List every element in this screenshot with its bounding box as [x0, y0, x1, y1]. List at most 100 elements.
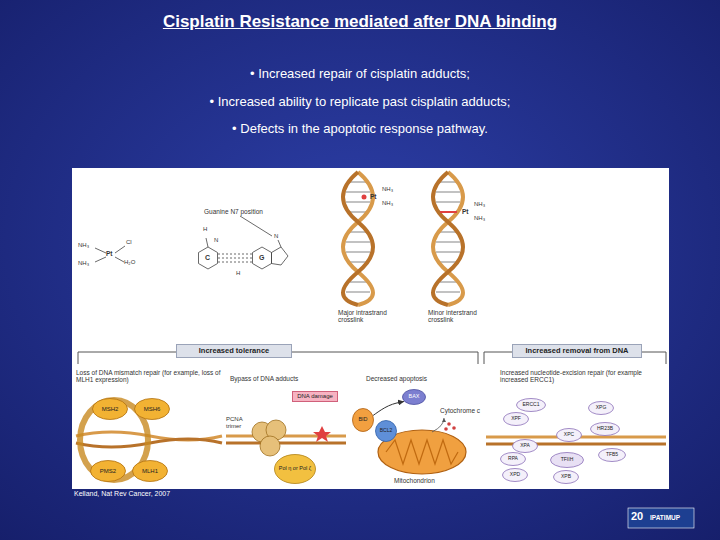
- category-band: Increased removal from DNA: [512, 344, 642, 358]
- protein-blob: BAX: [402, 389, 426, 405]
- base-rungs: [346, 182, 370, 292]
- node-shape: [275, 455, 316, 484]
- dna-strand: [433, 172, 463, 305]
- cytochrome-dot: [444, 427, 448, 431]
- rung: [440, 261, 457, 262]
- cytochrome-dot: [447, 422, 451, 426]
- activation-arrow: [373, 401, 404, 415]
- rung: [440, 211, 457, 212]
- figure-label: IPATIMUP: [650, 514, 692, 521]
- node-shape: [91, 461, 126, 482]
- protein-blob: TFIIH: [550, 452, 584, 468]
- rung: [436, 191, 460, 192]
- dna-strand: [343, 172, 373, 305]
- protein-blob: MLH1: [132, 460, 168, 482]
- rung: [346, 291, 370, 292]
- figure-label: NH₃: [474, 215, 492, 222]
- protein-blob: RPA: [500, 452, 526, 466]
- figure-label: G: [259, 254, 269, 262]
- rung: [346, 191, 370, 192]
- rung: [350, 211, 367, 212]
- figure-label: Pt: [462, 208, 474, 215]
- dna-strand: [226, 435, 346, 438]
- rung: [350, 261, 367, 262]
- figure-label: Mitochondrion: [394, 477, 454, 484]
- node-shape: [93, 399, 128, 420]
- figure-label: C: [205, 254, 215, 262]
- figure-label: 20: [631, 510, 649, 522]
- rung: [436, 291, 460, 292]
- figure-label: Major intrastrand crosslink: [338, 309, 400, 323]
- figure-panel: [72, 168, 669, 489]
- figure-label: Pt: [106, 250, 118, 257]
- node-shape: [504, 413, 529, 426]
- node-text: BAX: [408, 394, 419, 400]
- guanine-ring: [272, 247, 289, 265]
- rung: [350, 281, 367, 282]
- figure-label: NH₃: [78, 242, 98, 249]
- figure-label: • Increased repair of cisplatin adducts;: [20, 67, 700, 81]
- protein-blob: PMS2: [90, 460, 126, 482]
- figure-label: Guanine N7 position: [204, 208, 274, 215]
- bond: [115, 246, 125, 253]
- node-shape: [353, 409, 374, 432]
- figure-label: Minor interstrand crosslink: [428, 309, 490, 323]
- rung: [350, 181, 367, 182]
- rung: [436, 241, 460, 242]
- platinum-adduct: [362, 195, 367, 200]
- platinum-crosslink: [440, 211, 457, 213]
- node-shape: [503, 469, 528, 482]
- damage-star: [313, 426, 331, 442]
- rung: [440, 281, 457, 282]
- protein-blob: XPG: [588, 401, 614, 415]
- cristae: [386, 440, 458, 464]
- bond: [95, 257, 106, 262]
- rung: [346, 251, 370, 252]
- protein-blob: HR23B: [590, 422, 620, 436]
- protein-blob: BID: [352, 408, 374, 432]
- slide-title: Cisplatin Resistance mediated after DNA …: [0, 13, 720, 32]
- node-shape: [133, 461, 168, 482]
- figure-label: H₂O: [124, 259, 144, 266]
- node-text: BID: [358, 417, 367, 423]
- node-text: MSH6: [144, 406, 161, 412]
- rung: [346, 201, 370, 202]
- node-shape: [501, 453, 526, 466]
- bond: [278, 240, 281, 247]
- protein-blob: XPB: [553, 470, 579, 484]
- node-text: HR23B: [597, 426, 613, 431]
- dna-helix: [343, 172, 373, 305]
- protein-blob: XPF: [503, 412, 529, 426]
- node-text: BCL2: [380, 428, 393, 433]
- node-text: TFIIH: [561, 457, 574, 462]
- rung: [436, 201, 460, 202]
- node-text: RPA: [508, 456, 518, 461]
- release-arrow: [432, 418, 444, 432]
- figure-label: NH₃: [382, 186, 400, 193]
- figure-label: • Defects in the apoptotic response path…: [20, 122, 700, 136]
- figure-label: NH₃: [474, 201, 492, 208]
- node-text: PMS2: [100, 468, 116, 474]
- protein-blob: TFB5: [598, 448, 626, 462]
- node-text: XPF: [511, 416, 521, 421]
- rung: [440, 231, 457, 232]
- protein-blob: ERCC1: [516, 398, 546, 412]
- bond: [95, 248, 106, 253]
- node-text: Increased removal from DNA: [526, 347, 629, 355]
- figure-label: PCNA trimer: [226, 416, 256, 429]
- node-shape: [551, 453, 584, 468]
- node-text: DNA damage: [297, 393, 333, 399]
- figure-label: NH₃: [382, 200, 400, 207]
- node-shape: [517, 399, 546, 412]
- logo-box: [628, 508, 694, 528]
- protein-blob: XPD: [502, 468, 528, 482]
- figure-label: • Increased ability to replicate past ci…: [20, 95, 700, 109]
- node-shape: [591, 423, 620, 436]
- base-pair: [199, 216, 289, 269]
- node-shape: [135, 399, 170, 420]
- node-shape: [589, 402, 614, 415]
- cytochrome-dot: [452, 426, 456, 430]
